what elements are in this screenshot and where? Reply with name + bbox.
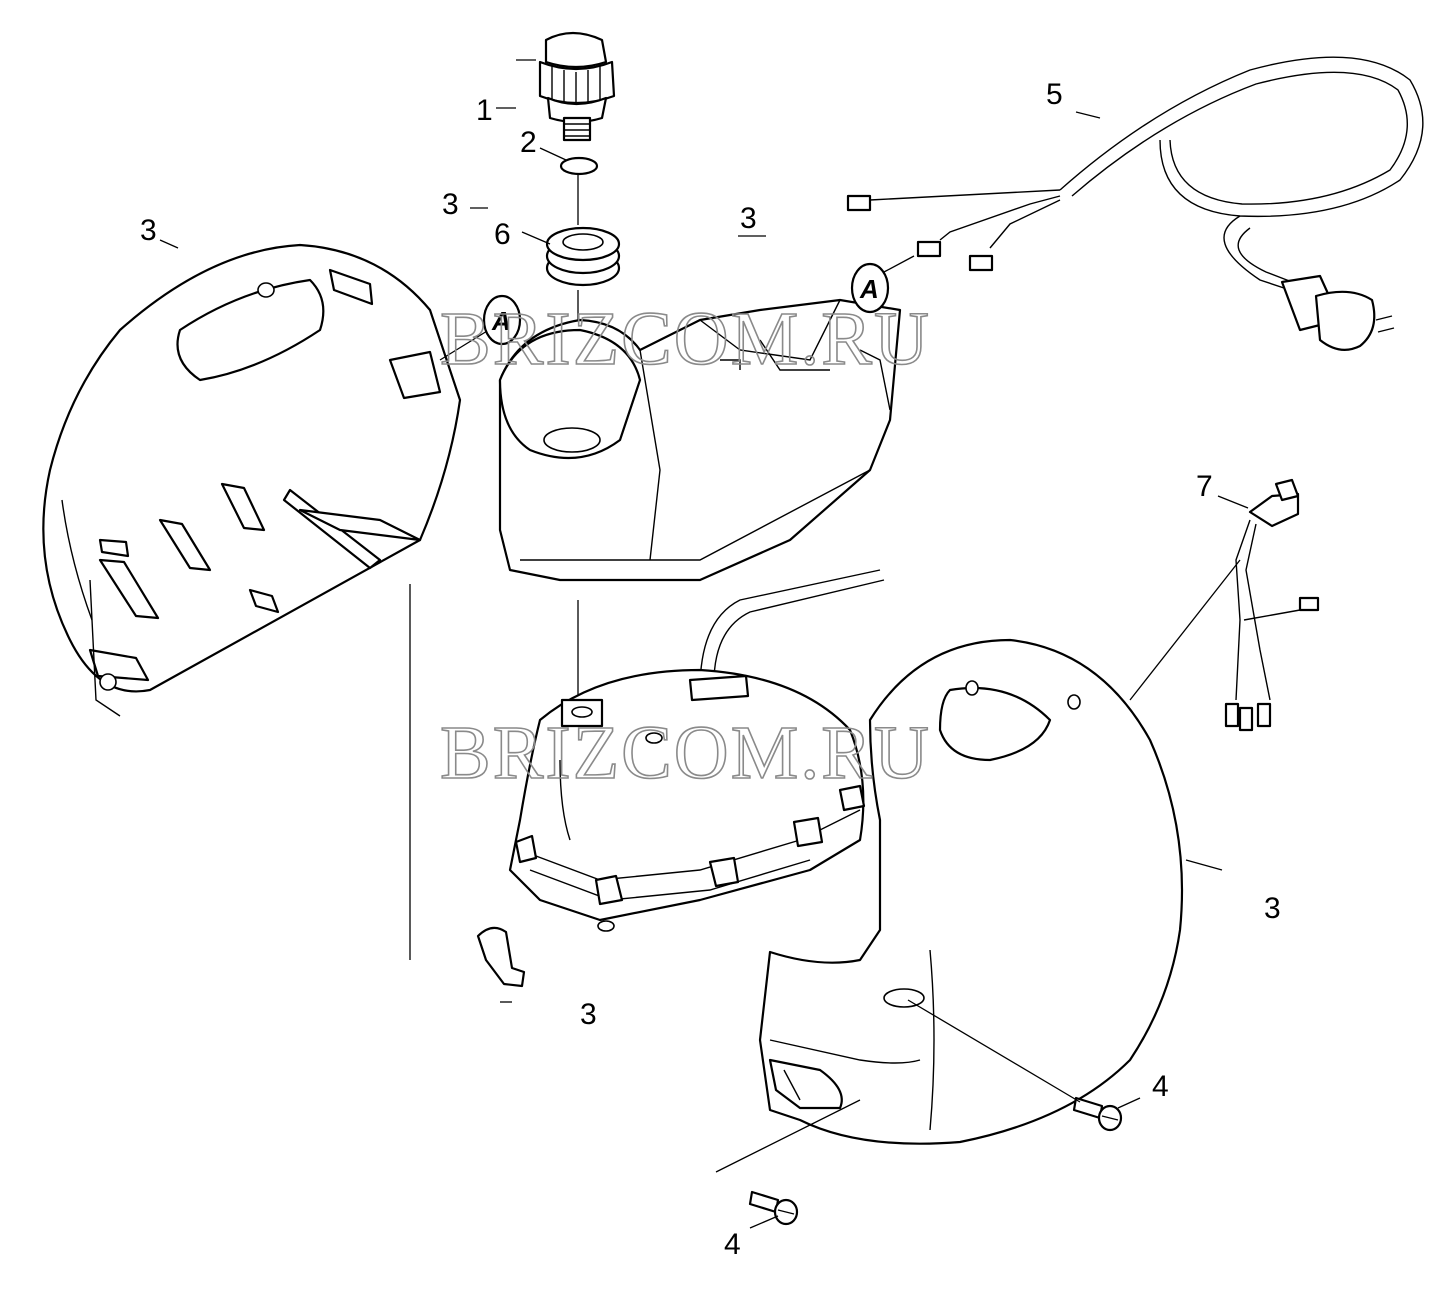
- callout-3-top-cover: 3: [740, 202, 757, 235]
- callout-6: 6: [494, 218, 511, 251]
- left-housing-shell: [42, 243, 462, 717]
- callout-5: 5: [1046, 78, 1063, 111]
- connection-marker-a-left: A: [482, 294, 522, 346]
- callout-4-bottom-screw: 4: [724, 1228, 741, 1261]
- callout-2: 2: [520, 126, 537, 159]
- connection-marker-a-right: A: [850, 262, 890, 314]
- callout-4-right-screw: 4: [1152, 1070, 1169, 1103]
- callout-3-bracket: 3: [580, 998, 597, 1031]
- right-housing-shell: [758, 638, 1184, 1145]
- leader-lines: [159, 59, 1249, 1229]
- callout-3-right-shell: 3: [1264, 892, 1281, 925]
- threaded-insert-part: [545, 226, 621, 287]
- boiler-tank-part: [508, 668, 866, 932]
- screw-part-right: [1072, 1096, 1123, 1132]
- wire-harness-part: [1224, 478, 1320, 732]
- o-ring-part: [559, 156, 599, 176]
- callout-7: 7: [1196, 470, 1213, 503]
- callout-3-insert: 3: [442, 188, 459, 221]
- svg-text:A: A: [859, 274, 879, 304]
- screw-part-bottom: [748, 1190, 799, 1226]
- watermark-middle: BRIZCOM.RU: [440, 711, 931, 795]
- power-cord-part: [846, 56, 1424, 351]
- watermark-top: BRIZCOM.RU: [440, 297, 931, 381]
- svg-text:A: A: [491, 306, 511, 336]
- cap-knob-part: [538, 31, 616, 142]
- callout-3-left-shell: 3: [140, 214, 157, 247]
- callout-1: 1: [476, 94, 493, 127]
- bracket-clip-part: [476, 926, 526, 988]
- top-tank-cover: [498, 298, 902, 582]
